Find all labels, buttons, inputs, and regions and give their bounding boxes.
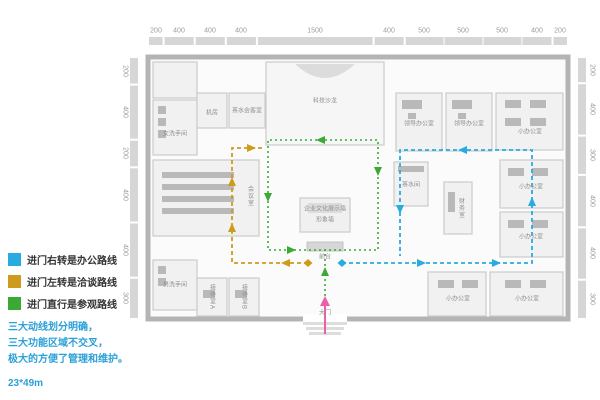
room-label-small-office-r1: 小办公室 (518, 184, 544, 191)
note-line-3: 极大的方便了管理和维护。 (8, 354, 128, 365)
dim-top: 400 (383, 27, 395, 35)
room-label-reception-a: 接待室A (208, 283, 215, 311)
room-label-small-office-b1: 小办公室 (445, 296, 471, 303)
dimension-strip-right (578, 58, 586, 318)
room-label-exhibit-wall: 企业文化展示墙 (303, 206, 347, 213)
dim-left: 400 (121, 106, 129, 118)
talk-route-swatch (8, 275, 21, 288)
room-small-office-b1 (427, 271, 487, 317)
dim-top: 400 (235, 27, 247, 35)
talk-route (228, 144, 313, 267)
dim-top: 500 (496, 27, 508, 35)
dimension-strip-left (130, 58, 138, 318)
dim-right: 400 (588, 103, 596, 115)
room-label-machine: 机房 (205, 110, 219, 117)
room-label-leader-b: 领导办公室 (453, 121, 485, 128)
dim-right: 300 (588, 149, 596, 161)
stage-arc (295, 64, 355, 78)
dim-top: 500 (457, 27, 469, 35)
legend-item-visit: 进门直行是参观路线 (8, 296, 117, 311)
legend-label: 进门右转是办公路线 (27, 256, 117, 267)
dim-top: 500 (418, 27, 430, 35)
room-label-finance: 财务室 (457, 197, 464, 219)
room-label-image-wall: 形象墙 (315, 217, 335, 224)
visit-route-swatch (8, 297, 21, 310)
office-route (337, 146, 536, 267)
dim-top: 1500 (307, 27, 323, 35)
room-label-leader-a: 领导办公室 (403, 121, 435, 128)
room-label-conference: 会议室 (246, 185, 253, 207)
room-label-small-office-r2: 小办公室 (518, 234, 544, 241)
room-small-office-b2 (489, 271, 564, 317)
plan-size: 23*49m (8, 378, 44, 389)
room-storage (152, 61, 198, 99)
dim-top: 400 (531, 27, 543, 35)
dim-right: 300 (588, 293, 596, 305)
legend-item-office: 进门右转是办公路线 (8, 252, 117, 267)
dim-left: 200 (121, 65, 129, 77)
dim-right: 400 (588, 195, 596, 207)
dim-left: 200 (121, 147, 129, 159)
dim-right: 200 (588, 64, 596, 76)
visit-route (264, 136, 382, 296)
legend-item-talk: 进门左转是洽谈路线 (8, 274, 117, 289)
room-label-men-wc: 男洗手间 (162, 282, 188, 289)
notes: 三大动线划分明确， 三大功能区域不交叉， 极大的方便了管理和维护。 23*49m (8, 320, 128, 392)
dim-left: 300 (121, 292, 129, 304)
dimension-strip-top (149, 37, 567, 45)
room-label-small-office-b2: 小办公室 (514, 296, 540, 303)
dim-top: 400 (204, 27, 216, 35)
note-line-1: 三大动线划分明确， (8, 322, 98, 333)
entry-arrow (320, 296, 330, 334)
dim-top: 200 (554, 27, 566, 35)
furniture (158, 64, 548, 298)
room-tea-meeting (228, 92, 266, 129)
room-label-front-desk: 前台 (318, 254, 332, 261)
room-label-gate: 大门 (318, 310, 332, 317)
legend-label: 进门左转是洽谈路线 (27, 278, 117, 289)
dim-left: 400 (121, 189, 129, 201)
office-route-swatch (8, 253, 21, 266)
legend-label: 进门直行是参观路线 (27, 300, 117, 311)
dim-top: 200 (150, 27, 162, 35)
legend: 进门右转是办公路线 进门左转是洽谈路线 进门直行是参观路线 (8, 252, 117, 318)
room-machine (196, 92, 228, 129)
room-label-tech-salon: 科技沙龙 (312, 98, 338, 105)
room-label-women-wc: 女洗手间 (162, 131, 188, 138)
dim-top: 400 (173, 27, 185, 35)
room-label-tea-meeting: 茶水会客室 (231, 108, 263, 115)
note-line-2: 三大功能区域不交叉， (8, 338, 108, 349)
dim-right: 400 (588, 247, 596, 259)
room-label-small-office-tr: 小办公室 (517, 129, 543, 136)
room-label-reception-b: 接待室B (240, 283, 247, 311)
room-label-pantry: 茶水间 (401, 182, 421, 189)
dim-left: 400 (121, 244, 129, 256)
